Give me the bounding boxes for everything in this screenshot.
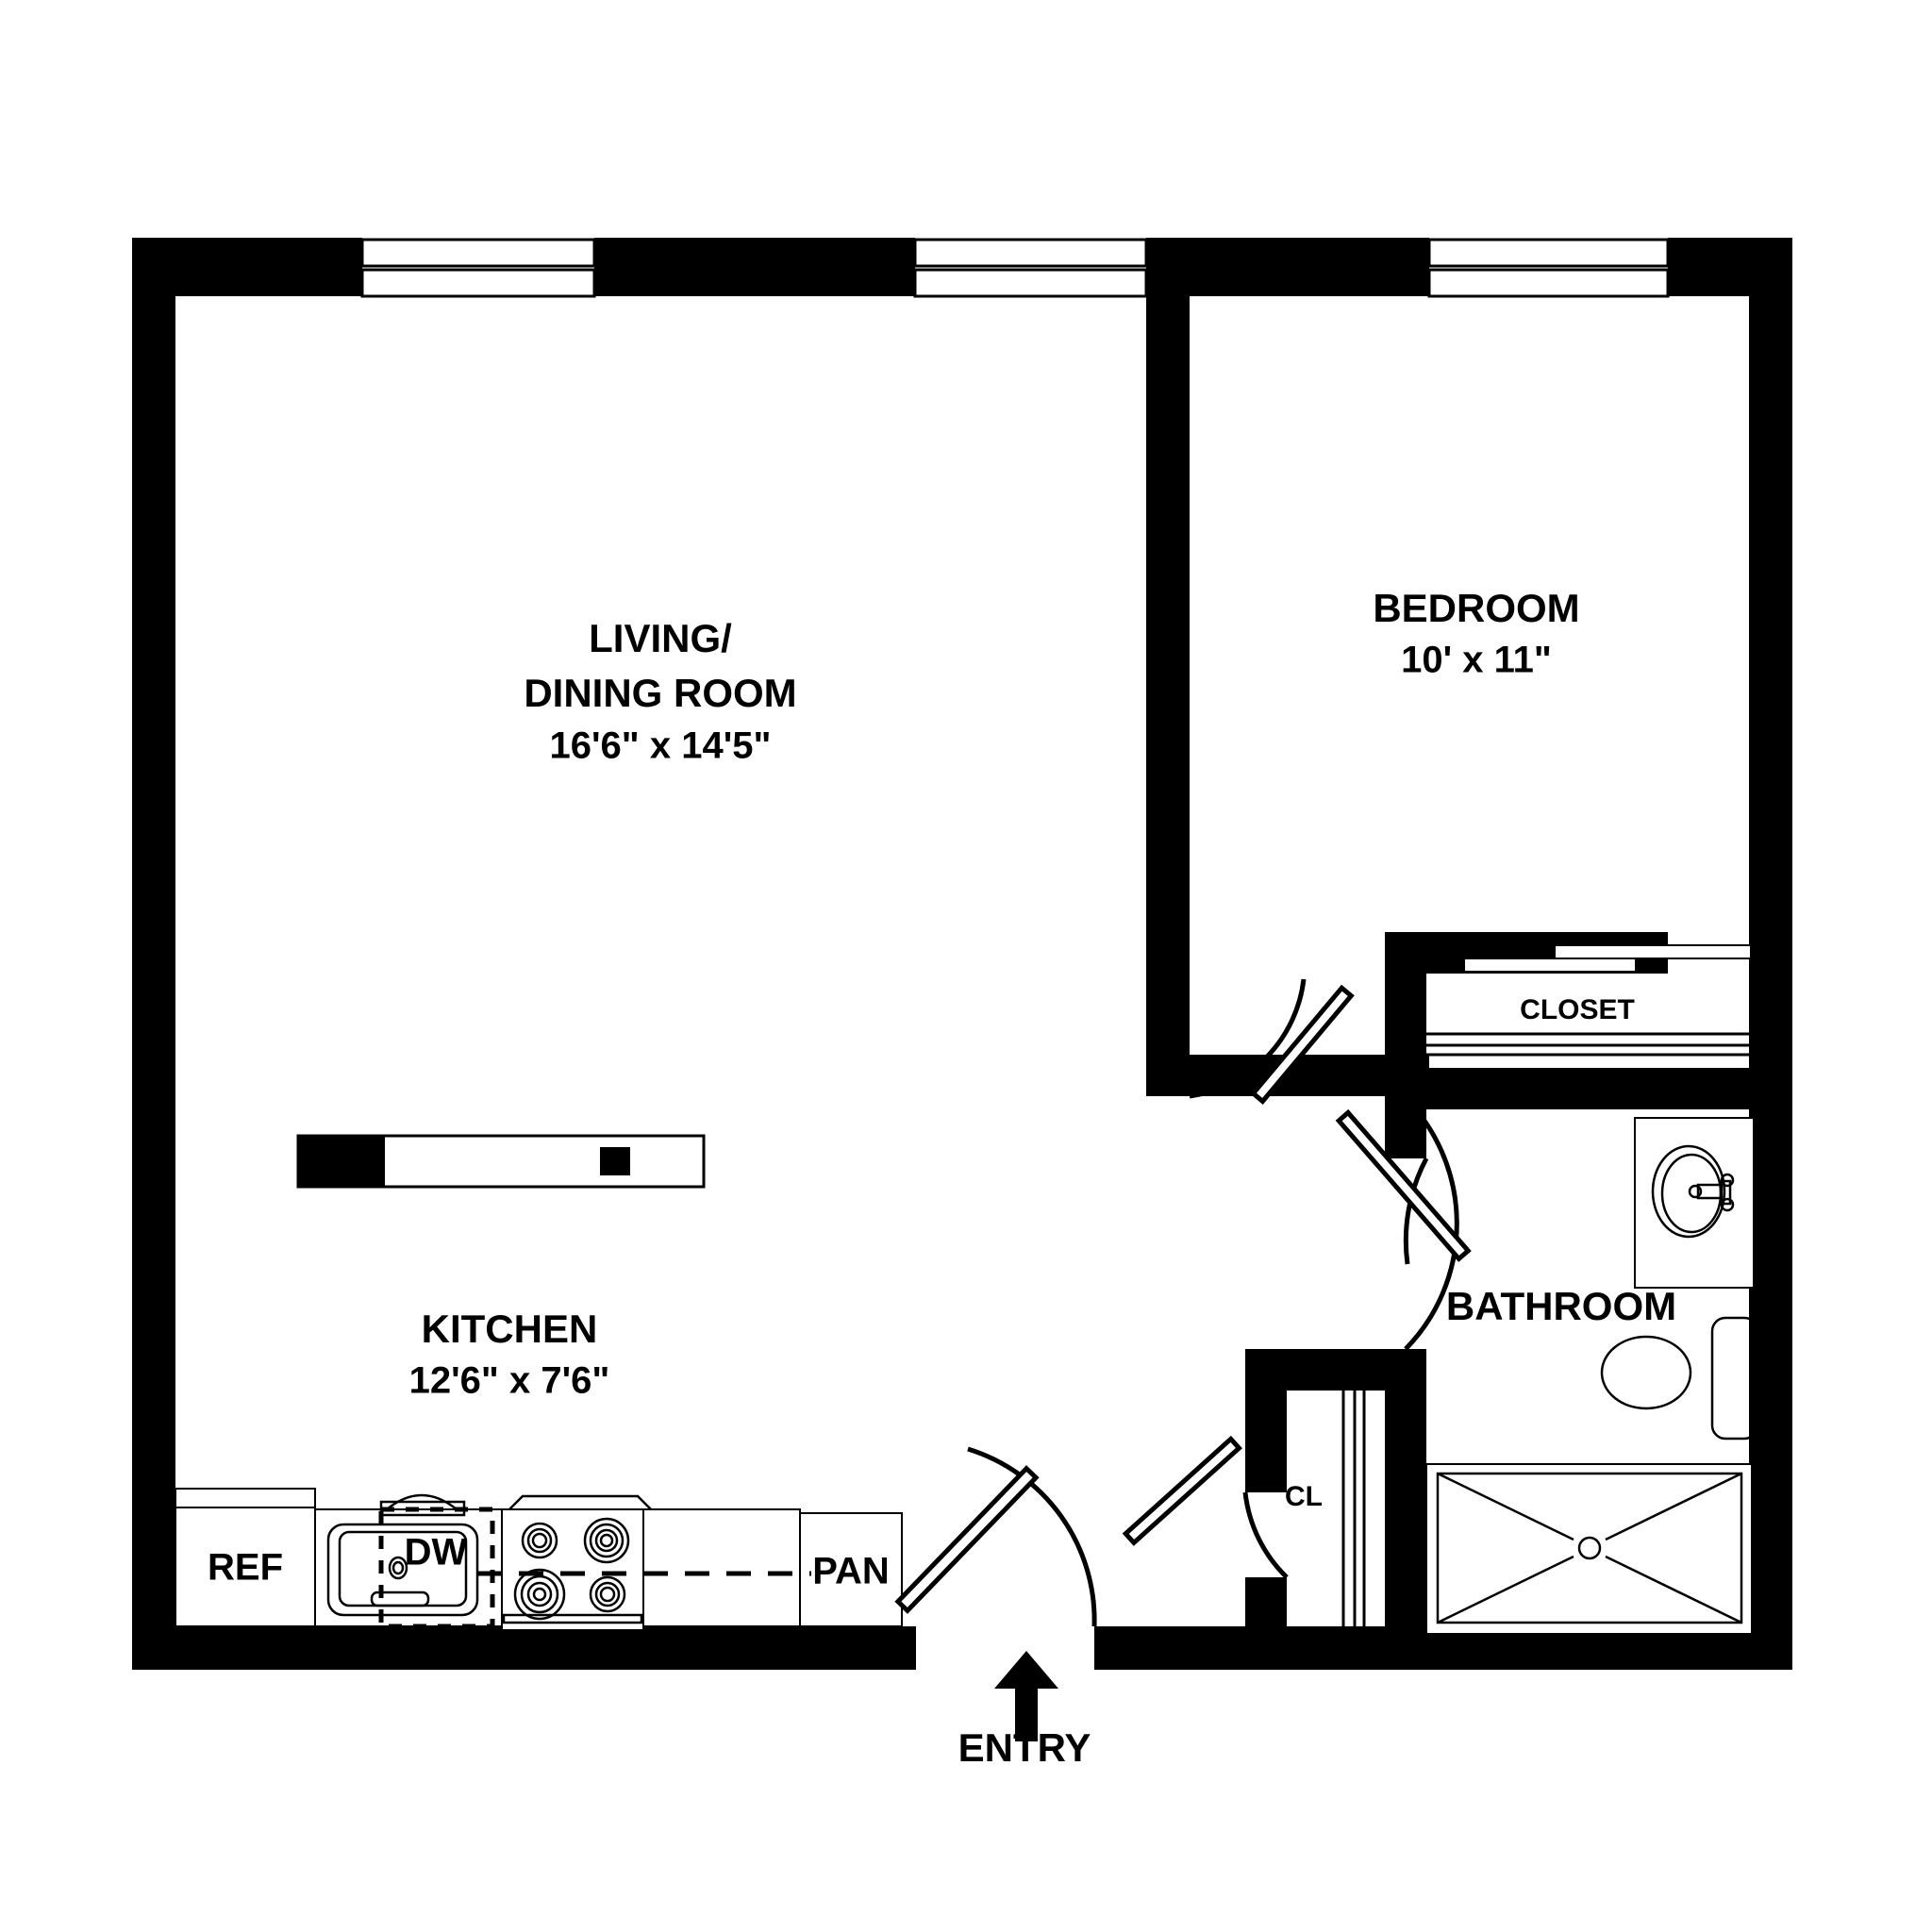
closet-slider-2[interactable] xyxy=(1463,958,1637,973)
bedroom-label: BEDROOM xyxy=(1373,586,1579,630)
wall-east xyxy=(1749,238,1792,1670)
bedroom-dimensions: 10' x 11" xyxy=(1401,640,1552,681)
kitchen-counter-run: REF DW xyxy=(175,1488,903,1631)
wall-bathroom-west xyxy=(1385,1349,1426,1632)
range xyxy=(501,1494,652,1631)
wall-cl-left xyxy=(1245,1349,1287,1492)
living-dining-label-line2: DINING ROOM xyxy=(524,671,796,715)
pantry-label: PAN xyxy=(812,1551,889,1592)
kitchen-dimensions: 12'6" x 7'6" xyxy=(409,1360,610,1402)
closet-slider-1[interactable] xyxy=(1554,944,1752,959)
kitchen-island xyxy=(296,1134,706,1189)
wall-closet-bottom xyxy=(1385,1068,1792,1109)
wall-south-left xyxy=(132,1626,915,1670)
refrigerator: REF xyxy=(175,1488,316,1627)
entry-marker: ENTRY xyxy=(958,1651,1091,1770)
dishwasher-label: DW xyxy=(405,1532,468,1574)
closet-label: CLOSET xyxy=(1520,994,1635,1025)
kitchen-sink xyxy=(326,1493,479,1617)
wall-north-seg3 xyxy=(1146,238,1429,296)
bathroom-door[interactable] xyxy=(1335,1094,1472,1351)
wall-bath-jamb xyxy=(1385,1055,1426,1158)
entry-label: ENTRY xyxy=(958,1725,1091,1770)
dishwasher: DW xyxy=(378,1507,495,1629)
refrigerator-label: REF xyxy=(208,1547,283,1589)
bathroom-label: BATHROOM xyxy=(1446,1284,1676,1328)
bedroom-closet xyxy=(1426,944,1792,1057)
shower xyxy=(1425,1463,1753,1635)
wall-living-bedroom xyxy=(1146,238,1190,1096)
bathroom-fixtures xyxy=(1425,1117,1759,1635)
up-arrow-icon xyxy=(994,1651,1058,1741)
window-2 xyxy=(913,238,1148,298)
pantry: PAN xyxy=(799,1512,903,1627)
wall-west xyxy=(132,238,175,1670)
living-dining-label-line1: LIVING/ xyxy=(589,616,732,660)
wall-entry-jamb xyxy=(873,1626,916,1670)
kitchen-label: KITCHEN xyxy=(422,1307,598,1351)
coat-closet-door[interactable] xyxy=(1122,1435,1289,1579)
bedroom-door[interactable] xyxy=(1189,978,1355,1105)
coat-closet-label: CL xyxy=(1285,1481,1323,1512)
vanity-sink xyxy=(1634,1117,1755,1289)
living-dining-dimensions: 16'6" x 14'5" xyxy=(550,725,772,767)
walls xyxy=(132,238,1792,1670)
wall-north-seg2 xyxy=(594,238,915,296)
toilet xyxy=(1600,1316,1759,1441)
room-labels: LIVING/ DINING ROOM 16'6" x 14'5" BEDROO… xyxy=(409,586,1676,1512)
window-1 xyxy=(360,238,596,298)
windows xyxy=(360,238,1670,298)
wall-cl-left-lower xyxy=(1245,1577,1287,1670)
entry-door[interactable] xyxy=(894,1446,1097,1627)
counter-top-right xyxy=(642,1508,801,1627)
window-3 xyxy=(1427,238,1670,298)
cl-door-jamb-lines xyxy=(1341,1391,1366,1670)
